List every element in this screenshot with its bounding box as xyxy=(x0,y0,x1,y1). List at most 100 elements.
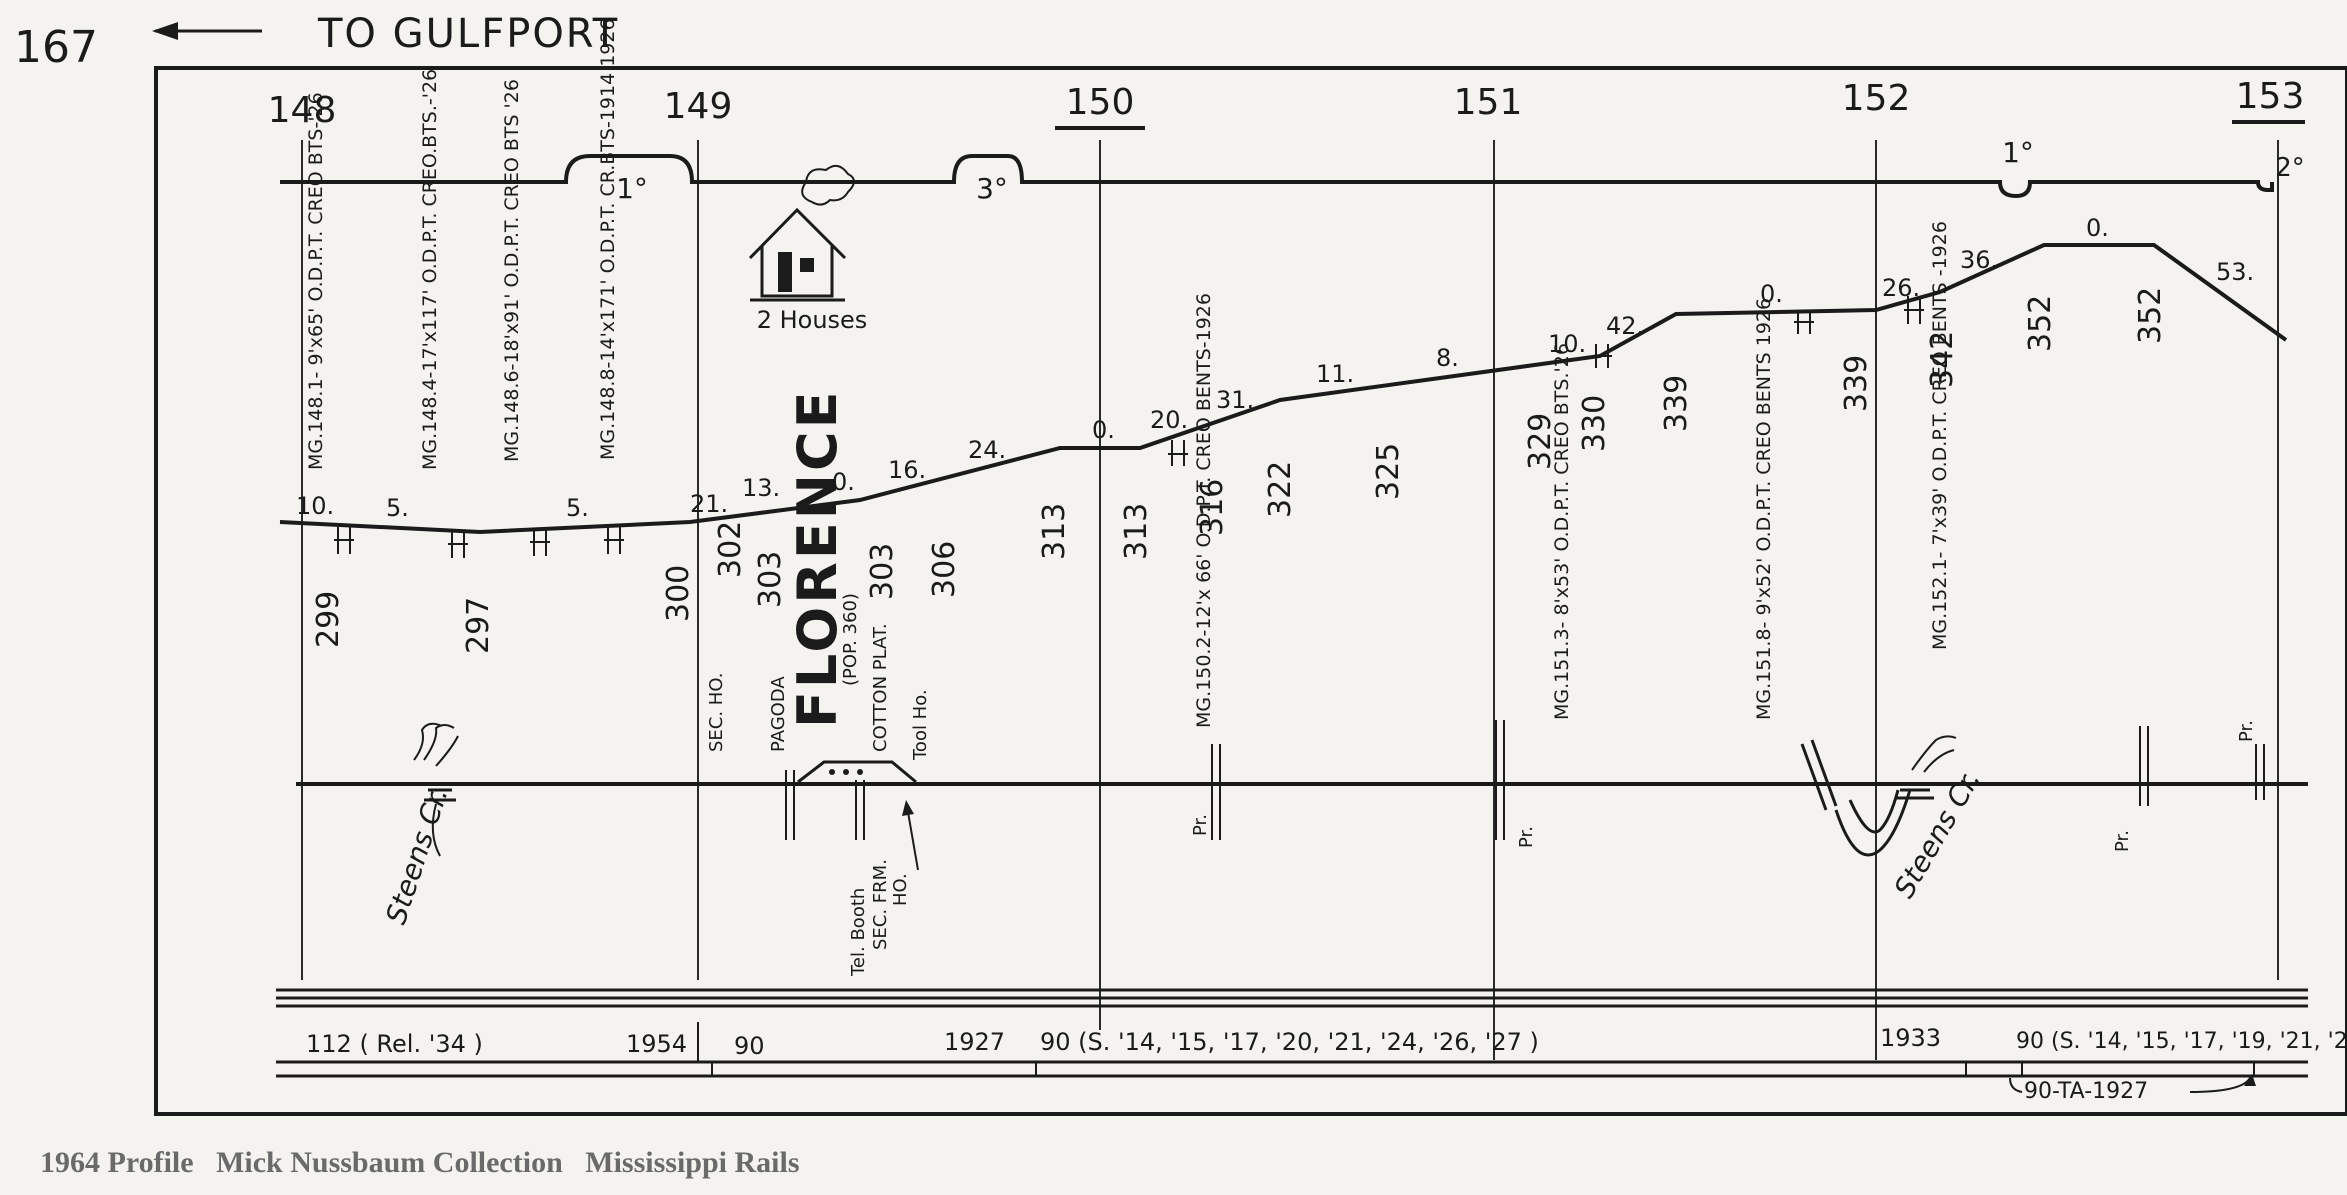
rail-weight-label: 90-TA-1927 xyxy=(2024,1079,2148,1104)
milepost-grid xyxy=(301,140,2279,1060)
grade-label: 0. xyxy=(1092,416,1115,444)
milepost-153: 153 xyxy=(2236,76,2305,117)
elevation-label: 303 xyxy=(865,543,900,600)
elevation-label: 325 xyxy=(1371,443,1406,500)
milepost-152: 152 xyxy=(1842,78,1911,119)
curve-label-3: 1° xyxy=(2002,136,2034,169)
grade-label: 26. xyxy=(1882,274,1920,302)
bracket-arrow-icon xyxy=(2009,1074,2256,1093)
rail-weight-labels: 112 ( Rel. '34 ) 1954 90 1927 90 (S. '14… xyxy=(306,1024,2347,1104)
bridge-note: MG.148.4-17'x117' O.D.P.T. CREO.BTS.-'26 xyxy=(419,69,441,470)
facility-label: COTTON PLAT. xyxy=(870,623,891,752)
grade-percent-labels: 10. 5. 5. 21. 13. 0. 16. 24. 0. 20. 31. … xyxy=(296,214,2254,522)
grade-label: 0. xyxy=(1760,280,1783,308)
elevation-label: 329 xyxy=(1523,413,1558,470)
direction-label: TO GULFPORT xyxy=(317,11,619,57)
grade-label: 13. xyxy=(742,474,780,502)
elevation-label: 330 xyxy=(1577,395,1612,452)
crossing-label: Pr. xyxy=(2236,720,2257,742)
crossing-label: Pr. xyxy=(1516,826,1537,848)
elevation-label: 339 xyxy=(1659,375,1694,432)
mileposts: 148 149 150 151 152 153 xyxy=(268,76,2305,131)
bridge-note: MG.148.8-14'x171' O.D.P.T. CR.BTS-1914 1… xyxy=(597,18,619,460)
profile-frame xyxy=(154,66,2347,1116)
grade-label: 20. xyxy=(1150,406,1188,434)
rail-weight-label: 1933 xyxy=(1880,1024,1941,1052)
grade-label: 0. xyxy=(832,468,855,496)
structure-label: 2 Houses xyxy=(757,306,868,334)
grade-label: 11. xyxy=(1316,360,1354,388)
elevation-label: 300 xyxy=(661,565,696,622)
road-crossings: Pr. Pr. Pr. Pr. xyxy=(1190,720,2257,852)
house-icon xyxy=(748,164,855,302)
platform-icon xyxy=(797,760,917,784)
curve-label-2: 3° xyxy=(976,172,1008,205)
elevation-labels: 299 297 300 302 303 303 306 313 313 316 … xyxy=(311,287,2168,654)
grade-label: 36. xyxy=(1960,246,1998,274)
elevation-label: 306 xyxy=(927,541,962,598)
elevation-label: 302 xyxy=(713,521,748,578)
facility-label: Tool Ho. xyxy=(910,689,931,761)
elevation-label: 299 xyxy=(311,591,346,648)
grade-label: 5. xyxy=(386,494,409,522)
station-population: (POP. 360) xyxy=(840,593,861,686)
curve-label-4: 2° xyxy=(2275,153,2305,183)
elevation-label: 303 xyxy=(753,551,788,608)
grade-label: 10. xyxy=(1548,330,1586,358)
facility-label: PAGODA xyxy=(768,676,789,752)
page-number: 167 xyxy=(14,22,98,73)
milepost-149: 149 xyxy=(664,86,733,127)
footer-caption: 1964 Profile Mick Nussbaum Collection Mi… xyxy=(40,1146,800,1179)
elevation-label: 342 xyxy=(1925,331,1960,388)
direction-arrow-icon xyxy=(152,22,262,40)
grade-label: 42. xyxy=(1606,312,1644,340)
siding-lines xyxy=(785,720,2265,840)
grade-label: 10. xyxy=(296,492,334,520)
rail-weight-label: 1954 xyxy=(626,1030,687,1058)
stream-icon xyxy=(413,722,459,857)
curvature-line: 1° 3° 1° 2° xyxy=(280,136,2305,205)
milepost-151: 151 xyxy=(1454,82,1523,123)
grade-profile-line xyxy=(279,243,2288,535)
facility-label: SEC. HO. xyxy=(706,672,727,752)
milepost-150: 150 xyxy=(1066,82,1135,123)
crossing-label: Pr. xyxy=(2112,830,2133,852)
rail-weight-label: 90 xyxy=(734,1032,765,1060)
grade-label: 8. xyxy=(1436,344,1459,372)
bridge-note: MG.148.6-18'x91' O.D.P.T. CREO BTS '26 xyxy=(501,79,523,462)
facility-labels: SEC. HO. PAGODA COTTON PLAT. Tool Ho. Te… xyxy=(706,623,931,977)
stream-icon xyxy=(1800,735,1957,857)
elevation-label: 322 xyxy=(1263,461,1298,518)
grade-label: 0. xyxy=(2086,214,2109,242)
bridge-note: MG.151.3- 8'x53' O.D.P.T. CREO BTS.'26 xyxy=(1551,343,1573,720)
crossing-label: Pr. xyxy=(1190,814,1211,836)
bridge-note: MG.150.2-12'x 66' O.D.P.T. CREO BENTS-19… xyxy=(1193,293,1215,728)
facility-label: HO. xyxy=(890,873,911,906)
station-name: FLORENCE xyxy=(786,389,849,728)
bridge-note: MG.152.1- 7'x39' O.D.P.T. CREO BENTS -19… xyxy=(1929,221,1951,650)
elevation-label: 352 xyxy=(2023,295,2058,352)
elevation-label: 352 xyxy=(2133,287,2168,344)
grade-label: 31. xyxy=(1216,386,1254,414)
facility-label: SEC. FRM. xyxy=(870,859,891,950)
grade-label: 53. xyxy=(2216,258,2254,286)
bridge-note: MG.151.8- 9'x52' O.D.P.T. CREO BENTS 192… xyxy=(1753,298,1775,720)
grade-label: 16. xyxy=(888,456,926,484)
bridge-notes: MG.148.1- 9'x65' O.D.P.T. CREO BTS-'26 M… xyxy=(305,18,1951,728)
pointer-arrow-icon xyxy=(902,800,919,871)
facility-label: Tel. Booth xyxy=(848,888,869,977)
rail-weight-label: 1927 xyxy=(944,1028,1005,1056)
elevation-label: 313 xyxy=(1119,503,1154,560)
bridge-marks xyxy=(334,296,1924,558)
curve-label-1: 1° xyxy=(616,172,648,205)
grade-label: 21. xyxy=(690,490,728,518)
bridge-note: MG.148.1- 9'x65' O.D.P.T. CREO BTS-'26 xyxy=(305,92,327,470)
elevation-label: 297 xyxy=(461,597,496,654)
stream-label: Steens Cr. xyxy=(379,783,454,928)
elevation-label: 339 xyxy=(1839,355,1874,412)
elevation-label: 313 xyxy=(1037,503,1072,560)
grade-label: 24. xyxy=(968,436,1006,464)
rail-weight-label: 112 ( Rel. '34 ) xyxy=(306,1030,483,1058)
